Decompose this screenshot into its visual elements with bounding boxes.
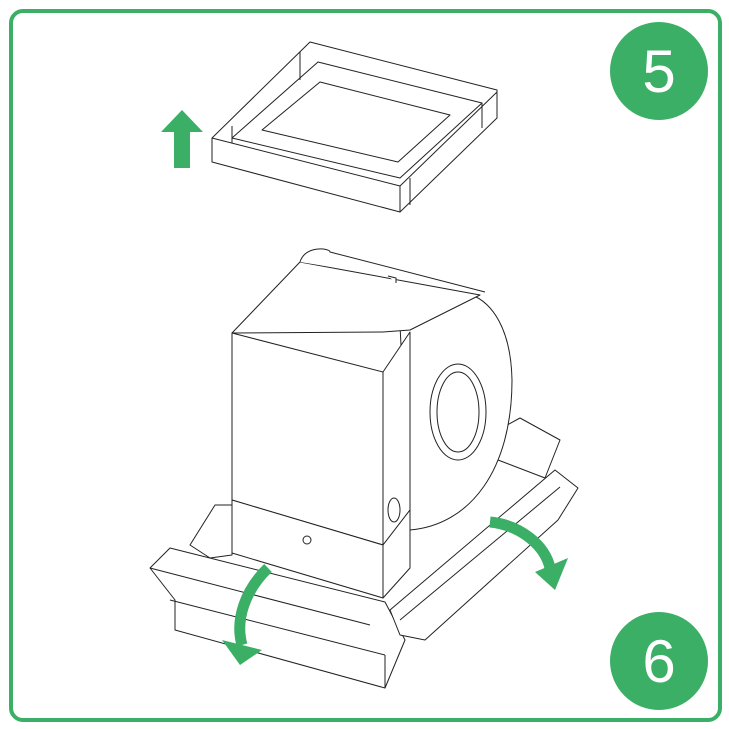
fold-down-arrow-left — [222, 564, 272, 665]
top-foam-insert — [211, 41, 498, 213]
diagram-frame — [9, 9, 722, 722]
step-6-badge: 6 — [610, 612, 708, 710]
arrow-up-icon — [161, 110, 203, 168]
step-5-badge: 5 — [610, 22, 708, 120]
printer — [231, 248, 513, 599]
bottom-foam-base — [149, 417, 579, 689]
fold-down-arrow-right — [489, 516, 568, 590]
